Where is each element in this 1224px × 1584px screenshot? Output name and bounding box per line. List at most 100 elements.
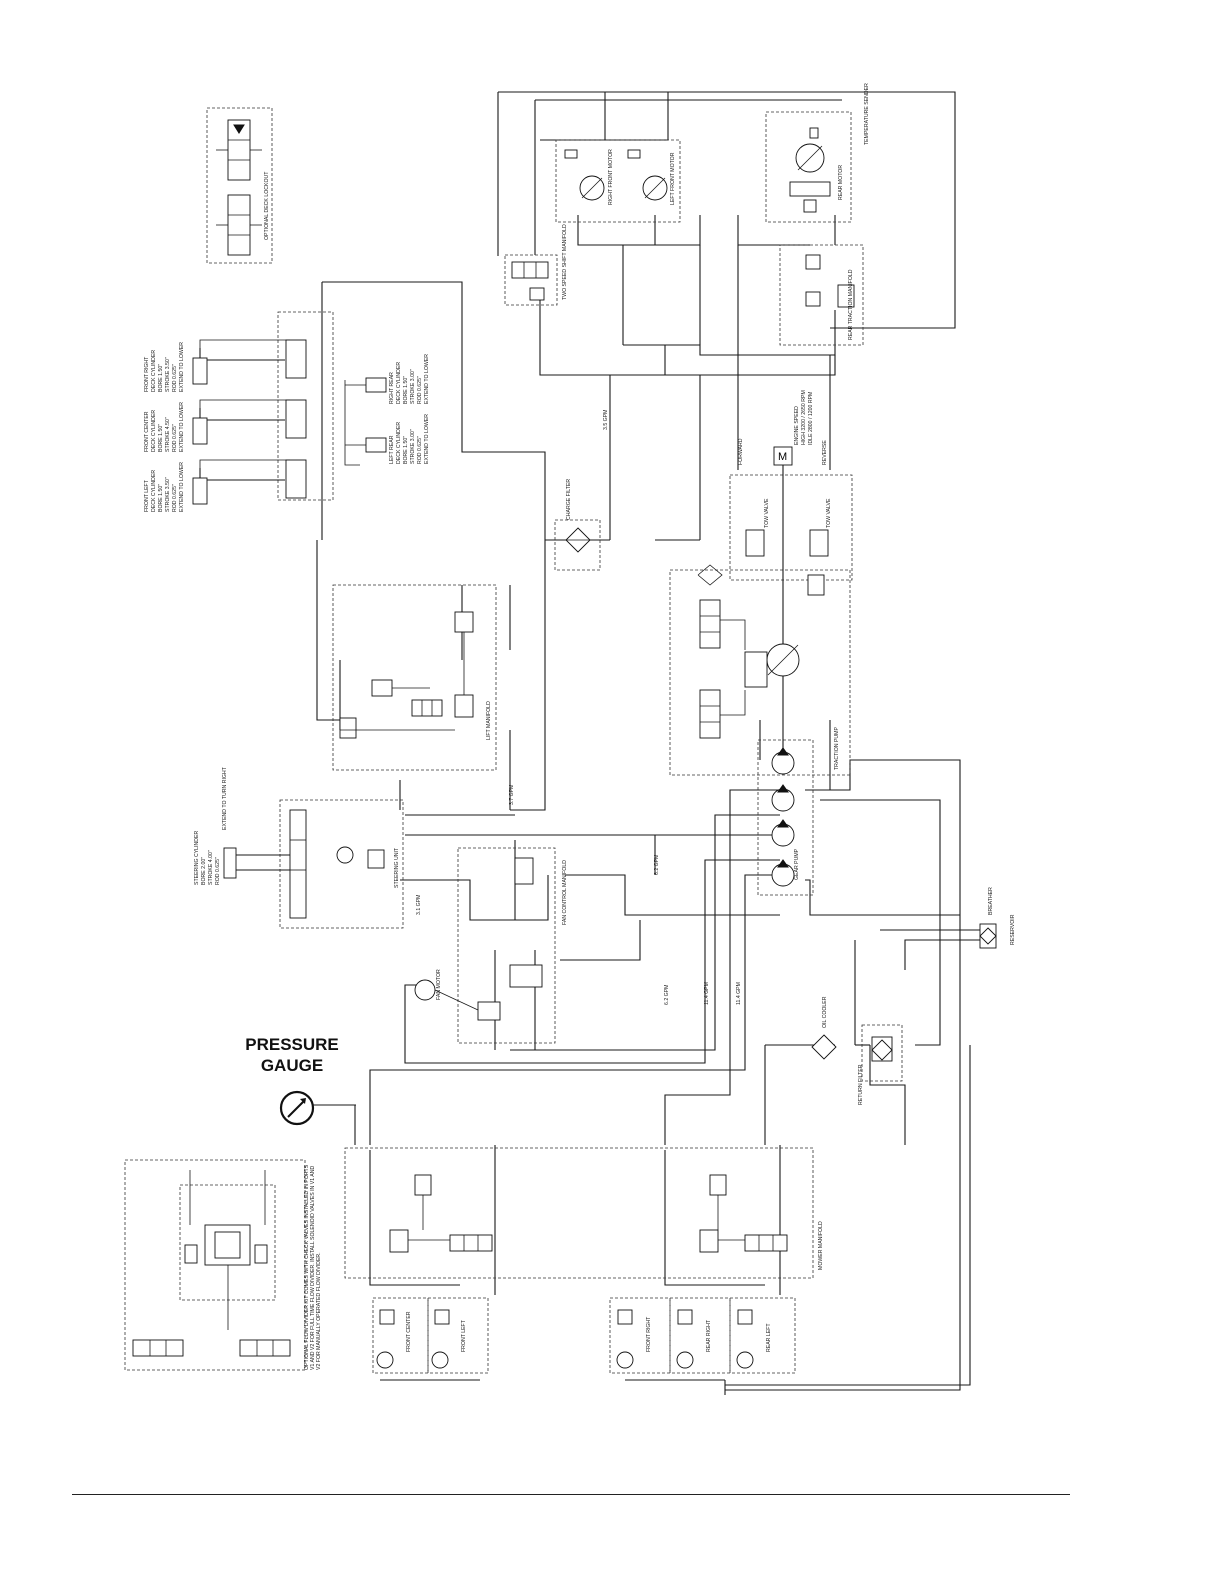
lr-l6: EXTEND TO LOWER xyxy=(424,414,430,464)
gear-pump-label: GEAR PUMP xyxy=(794,848,800,880)
fc-l2: DECK CYLINDER xyxy=(151,410,157,452)
reel-motors: FRONT CENTER FRONT LEFT FRONT RIGHT REAR… xyxy=(376,1309,772,1369)
module-boundaries xyxy=(124,107,903,1374)
flow-rate-labels: 3.5 GPM 6.2 GPM 3.7 GPM 3.1 GPM 6.2 GPM … xyxy=(416,410,742,1005)
pressure-gauge-line2: GAUGE xyxy=(260,1056,324,1075)
charge-filter-label: CHARGE FILTER xyxy=(566,479,572,520)
reel-fr: FRONT RIGHT xyxy=(646,1316,652,1352)
fc-l6: EXTEND TO LOWER xyxy=(179,402,185,452)
traction-pump-label: TRACTION PUMP xyxy=(834,727,840,770)
lr-l5: ROD 0.625" xyxy=(417,436,423,464)
fan-control-manifold: FAN CONTROL MANIFOLD FAN MOTOR xyxy=(414,857,568,1021)
return-filter-label: RETURN FILTER xyxy=(858,1064,864,1105)
reel-fc: FRONT CENTER xyxy=(406,1311,412,1352)
fr-l5: ROD 0.625" xyxy=(172,364,178,392)
steer-l2: BORE 2.00" xyxy=(201,857,207,885)
steering-unit: STEERING UNIT STEERING CYLINDER BORE 2.0… xyxy=(194,766,400,919)
fc-l1: FRONT CENTER xyxy=(144,411,150,452)
steering-unit-label: STEERING UNIT xyxy=(394,847,400,888)
note-l1: OPTIONAL FLOW DIVIDER KIT COMES WITH CHE… xyxy=(304,1164,310,1370)
fc-l4: STROKE 4.50" xyxy=(165,417,171,452)
rear-traction-label: REAR TRACTION MANIFOLD xyxy=(848,269,854,340)
fl-l2: DECK CYLINDER xyxy=(151,470,157,512)
front-left-cyl-label: FRONT LEFT DECK CYLINDER BORE 1.50" STRO… xyxy=(144,462,185,512)
front-right-cyl-label: FRONT RIGHT DECK CYLINDER BORE 1.50" STR… xyxy=(144,342,185,392)
rear-motor-label: REAR MOTOR xyxy=(838,165,844,200)
steer-l4: ROD 0.625" xyxy=(215,857,221,885)
fr-l3: BORE 1.50" xyxy=(158,364,164,392)
rr-l3: BORE 1.50" xyxy=(403,376,409,404)
svg-text:FRONT RIGHT: FRONT RIGHT xyxy=(144,356,150,392)
fl-l1: FRONT LEFT xyxy=(144,479,150,512)
fan-motor-label: FAN MOTOR xyxy=(436,969,442,1000)
fr-l2: DECK CYLINDER xyxy=(151,350,157,392)
pressure-gauge-label: PRESSURE GAUGE xyxy=(232,1034,352,1076)
gpm-7: 11.4 GPM xyxy=(736,982,742,1005)
lr-l2: DECK CYLINDER xyxy=(396,422,402,464)
rf-motor-label: RIGHT FRONT MOTOR xyxy=(608,149,614,205)
rear-traction-manifold: REAR TRACTION MANIFOLD xyxy=(805,254,855,340)
tow-valves: TOW VALVE TOW VALVE xyxy=(745,498,832,596)
mower-manifold: MOWER MANIFOLD xyxy=(389,1174,824,1270)
lr-l4: STROKE 3.00" xyxy=(410,429,416,464)
flow-divider-kit: OPTIONAL FLOW DIVIDER KIT COMES WITH CHE… xyxy=(132,1164,322,1370)
fl-l6: EXTEND TO LOWER xyxy=(179,462,185,512)
fl-l4: STROKE 3.50" xyxy=(165,477,171,512)
tow-valve-1: TOW VALVE xyxy=(764,498,770,528)
gpm-6: 11.4 GPM xyxy=(704,982,710,1005)
mower-manifold-label: MOWER MANIFOLD xyxy=(818,1221,824,1270)
fr-l6: EXTEND TO LOWER xyxy=(179,342,185,392)
two-speed-shift-manifold: TWO SPEED SHIFT MANIFOLD xyxy=(511,224,568,301)
engine-l1: ENGINE SPEED xyxy=(794,406,800,445)
deck-cylinders: FRONT RIGHT DECK CYLINDER BORE 1.50" STR… xyxy=(144,339,430,512)
left-rear-cyl-label: LEFT REAR DECK CYLINDER BORE 1.50" STROK… xyxy=(389,414,430,464)
rr-l2: DECK CYLINDER xyxy=(396,362,402,404)
traction-pump: TRACTION PUMP xyxy=(697,564,840,770)
charge-filter: CHARGE FILTER xyxy=(565,479,591,553)
gear-pump: GEAR PUMP xyxy=(771,747,800,887)
rr-l1: RIGHT REAR xyxy=(389,372,395,404)
fr-l4: STROKE 3.50" xyxy=(165,357,171,392)
lr-l3: BORE 1.50" xyxy=(403,436,409,464)
steer-l3: STROKE 4.00" xyxy=(208,850,214,885)
front-motors: RIGHT FRONT MOTOR LEFT FRONT MOTOR xyxy=(564,149,676,205)
breather-label: BREATHER xyxy=(988,887,994,915)
rr-l5: ROD 0.625" xyxy=(417,376,423,404)
forward-label: FORWARD xyxy=(738,438,744,465)
engine-l2: HIGH 3200 / 2650 RPM xyxy=(801,390,807,445)
rr-l4: STROKE 3.00" xyxy=(410,369,416,404)
engine: M ENGINE SPEED HIGH 3200 / 2650 RPM IDLE… xyxy=(738,390,828,770)
oil-cooler-label: OIL COOLER xyxy=(822,996,828,1028)
pressure-gauge-icon xyxy=(279,1090,356,1126)
gpm-1: 3.5 GPM xyxy=(603,410,609,430)
gpm-5: 6.2 GPM xyxy=(664,985,670,1005)
fc-l3: BORE 1.50" xyxy=(158,424,164,452)
gpm-3: 3.7 GPM xyxy=(509,785,515,805)
fl-l3: BORE 1.50" xyxy=(158,484,164,512)
pressure-gauge-line1: PRESSURE xyxy=(245,1035,339,1054)
lr-l1: LEFT REAR xyxy=(389,435,395,464)
tow-valve-2: TOW VALVE xyxy=(826,498,832,528)
svg-text:M: M xyxy=(778,451,787,463)
front-center-cyl-label: FRONT CENTER DECK CYLINDER BORE 1.50" ST… xyxy=(144,402,185,452)
gpm-2: 6.2 GPM xyxy=(654,855,660,875)
lift-manifold: LIFT MANIFOLD xyxy=(339,611,492,740)
rear-motor: REAR MOTOR TEMPERATURE SENDER xyxy=(789,83,870,213)
fl-l5: ROD 0.625" xyxy=(172,484,178,512)
deck-lockout-label: OPTIONAL DECK LOCKOUT xyxy=(264,171,270,240)
fr-l1: FRONT RIGHT xyxy=(144,356,150,392)
lift-manifold-label: LIFT MANIFOLD xyxy=(486,701,492,740)
note-l3: V2 FOR MANUALLY OPERATED FLOW DIVIDER. xyxy=(316,1252,322,1370)
gpm-4: 3.1 GPM xyxy=(416,895,422,915)
hydraulic-lines xyxy=(303,91,980,1395)
reel-rr: REAR RIGHT xyxy=(706,1319,712,1352)
steer-l5: EXTEND TO TURN RIGHT xyxy=(222,766,228,830)
lf-motor-label: LEFT FRONT MOTOR xyxy=(670,152,676,205)
note-l2: V1 AND V2 FOR FULL TIME FLOW DIVIDER. IN… xyxy=(310,1166,316,1370)
deck-lockout-valves: OPTIONAL DECK LOCKOUT xyxy=(216,119,270,256)
cooler-filter-reservoir: OIL COOLER RETURN FILTER BREATHER RESERV… xyxy=(811,887,1016,1105)
steer-l1: STEERING CYLINDER xyxy=(194,831,200,885)
rr-l6: EXTEND TO LOWER xyxy=(424,354,430,404)
reel-rl: REAR LEFT xyxy=(766,1323,772,1352)
